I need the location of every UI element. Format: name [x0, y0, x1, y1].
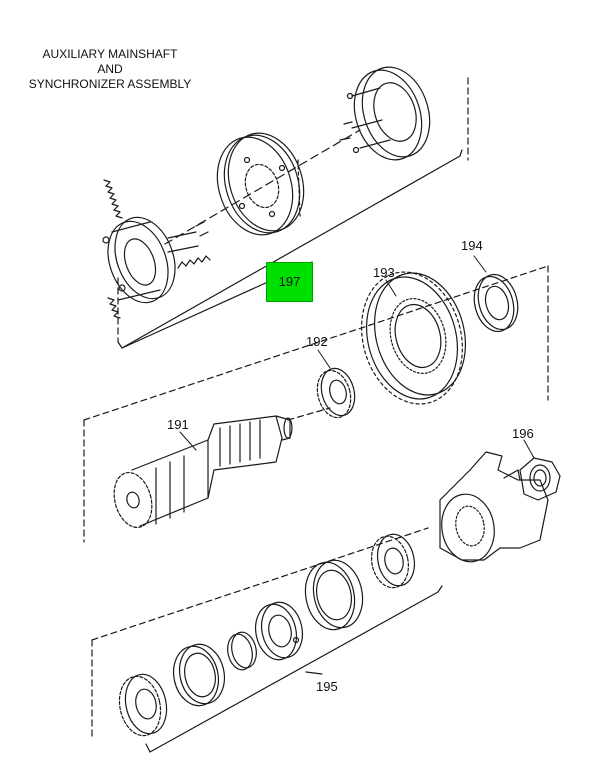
bearing-gear-small — [118, 673, 168, 737]
tapered-roller-bearing — [370, 533, 416, 589]
spring-icon — [103, 179, 211, 319]
spline-gear — [316, 367, 356, 419]
bearing-cone — [254, 601, 304, 661]
diagram-title: AUXILIARY MAINSHAFT AND SYNCHRONIZER ASS… — [10, 47, 210, 92]
leader-lines — [179, 255, 535, 459]
thrust-washer — [473, 273, 519, 333]
callout-195[interactable]: 195 — [316, 679, 338, 694]
bearing-race — [172, 643, 226, 707]
output-yoke — [439, 451, 549, 563]
callout-194[interactable]: 194 — [461, 238, 483, 253]
synchronizer-group-bracket — [117, 77, 469, 349]
bearing-group-bracket — [91, 527, 443, 753]
spacer-ring — [227, 631, 257, 671]
mainshaft-group-bracket — [83, 265, 549, 543]
synchronizer-plate — [216, 132, 305, 236]
yoke-nut — [519, 457, 561, 501]
title-line: AND — [97, 62, 123, 76]
title-line: AUXILIARY MAINSHAFT — [42, 47, 178, 61]
callout-196[interactable]: 196 — [512, 426, 534, 441]
title-line: SYNCHRONIZER ASSEMBLY — [28, 77, 192, 91]
callout-193[interactable]: 193 — [373, 265, 395, 280]
auxiliary-mainshaft — [113, 407, 331, 529]
callout-192[interactable]: 192 — [306, 334, 328, 349]
auxiliary-mainshaft-gear — [360, 271, 467, 405]
bearing-cup — [304, 559, 364, 631]
callout-191[interactable]: 191 — [167, 417, 189, 432]
synchronizer-ring — [339, 66, 431, 161]
synchronizer-hub — [102, 216, 199, 304]
callout-197[interactable]: 197 — [266, 262, 313, 302]
